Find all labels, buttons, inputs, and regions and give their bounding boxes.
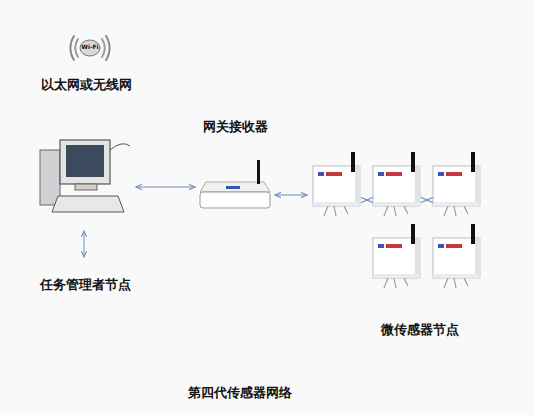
diagram-caption: 第四代传感器网络 (188, 384, 292, 402)
link-arrow (275, 195, 307, 196)
network-label: 以太网或无线网 (41, 76, 132, 94)
sensor-node (370, 152, 424, 216)
sensor-device (373, 224, 421, 288)
gateway-node: 网关接收器 (198, 158, 272, 214)
router-illustration (200, 160, 270, 208)
sensor-node (370, 224, 424, 288)
node-label: 任务管理者节点 (40, 276, 131, 294)
link-arrow (136, 187, 195, 188)
sensor-device (433, 152, 481, 216)
wifi-text: Wi-Fi (81, 43, 98, 50)
sensor-node (430, 152, 484, 216)
sensor-device (433, 224, 481, 288)
node-label: 网关接收器 (203, 118, 268, 136)
sensor-device (373, 152, 421, 216)
sensor-node (310, 152, 364, 216)
double-arrow (84, 231, 85, 257)
manager-node: 任务管理者节点 (38, 138, 133, 218)
sensor-device (313, 152, 361, 216)
group-label: 微传感器节点 (381, 321, 459, 339)
sensor-node (430, 224, 484, 288)
computer-illustration (40, 140, 130, 212)
wifi-icon (70, 36, 109, 60)
